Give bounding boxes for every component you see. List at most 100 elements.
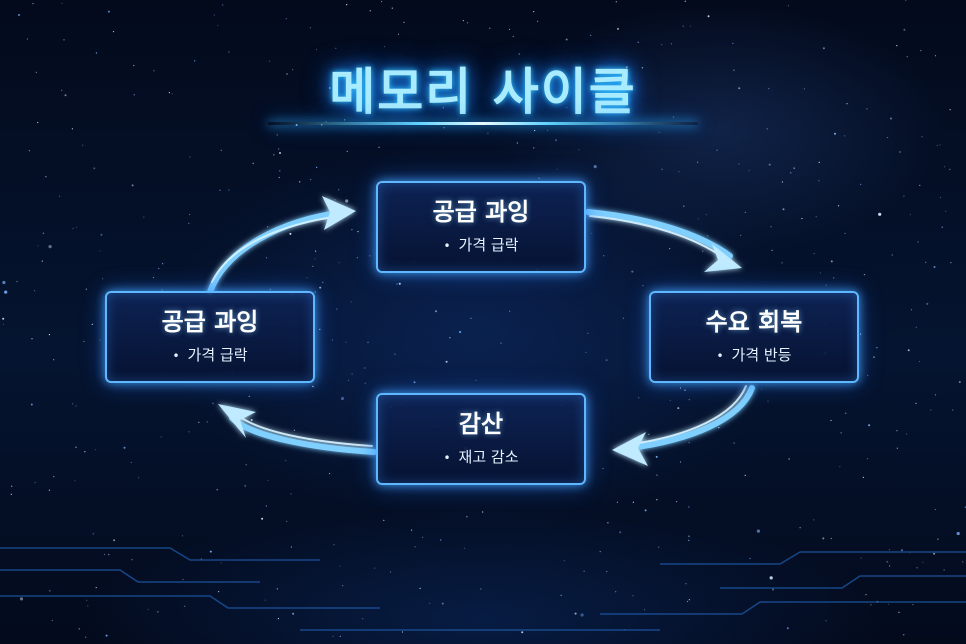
star [956, 531, 960, 536]
star [41, 260, 43, 262]
star [887, 136, 889, 139]
star [442, 107, 444, 109]
star [328, 87, 331, 89]
star [331, 339, 334, 341]
star [441, 602, 444, 605]
star [378, 146, 380, 148]
bullet-dot-icon: • [443, 451, 451, 465]
star [889, 565, 891, 567]
star [357, 231, 359, 233]
star [206, 421, 208, 423]
star [896, 430, 898, 432]
star [603, 255, 605, 257]
star [909, 213, 912, 216]
star [860, 183, 862, 185]
star [85, 288, 87, 290]
star [756, 529, 761, 533]
star [834, 132, 836, 135]
star [867, 374, 869, 376]
star [482, 511, 484, 513]
star [921, 136, 923, 138]
star [306, 277, 308, 279]
star [899, 151, 901, 153]
star [351, 92, 353, 94]
star [316, 166, 318, 168]
star [401, 631, 404, 633]
star [637, 41, 639, 43]
star [245, 464, 247, 466]
star [319, 286, 322, 289]
star [459, 331, 462, 333]
star [770, 226, 772, 228]
star [782, 208, 785, 211]
arrow-icon [704, 244, 742, 272]
star [267, 479, 269, 481]
star [10, 493, 12, 495]
star [786, 627, 789, 630]
star [787, 5, 790, 7]
star [910, 309, 913, 311]
star [631, 270, 634, 273]
star [34, 482, 36, 484]
star [896, 447, 898, 449]
star [160, 436, 162, 438]
star [103, 553, 106, 556]
star [632, 501, 635, 503]
cycle-node-top: 공급 과잉 •가격 급락 [376, 181, 586, 273]
star [133, 64, 135, 67]
star [939, 144, 941, 146]
star [82, 144, 84, 146]
star [616, 501, 619, 503]
star [445, 360, 448, 363]
star [84, 451, 86, 453]
star [345, 341, 347, 343]
star [398, 282, 401, 285]
star [153, 70, 155, 72]
star [319, 328, 321, 330]
star [521, 631, 524, 634]
star [161, 289, 163, 291]
star [896, 45, 898, 47]
star [644, 509, 647, 512]
star [443, 127, 445, 129]
star [279, 170, 281, 172]
star [643, 609, 646, 611]
star [340, 396, 345, 401]
star [605, 359, 608, 362]
star [265, 257, 268, 259]
star [906, 433, 908, 435]
star [707, 15, 710, 18]
star [276, 134, 278, 136]
star [168, 92, 170, 94]
star [16, 280, 18, 283]
star [815, 216, 817, 218]
star [182, 578, 184, 581]
star [625, 66, 628, 69]
star [314, 258, 316, 260]
star [934, 55, 937, 57]
star [678, 171, 680, 173]
star [658, 131, 660, 133]
star [825, 284, 827, 286]
star [261, 517, 264, 520]
star [2, 280, 6, 285]
star [339, 635, 341, 637]
star [602, 467, 604, 470]
star [772, 588, 774, 591]
star [688, 599, 691, 601]
star [244, 485, 246, 487]
arrow-bottom-to-left [218, 404, 377, 455]
star [314, 291, 316, 293]
star [556, 168, 558, 170]
star [2, 317, 5, 320]
arrow-left-to-top [207, 196, 356, 295]
star [339, 565, 341, 567]
star [905, 0, 907, 1]
star [669, 248, 671, 250]
star [837, 205, 840, 207]
star [475, 379, 477, 381]
star [333, 544, 335, 546]
star [105, 634, 108, 637]
star [958, 381, 961, 383]
